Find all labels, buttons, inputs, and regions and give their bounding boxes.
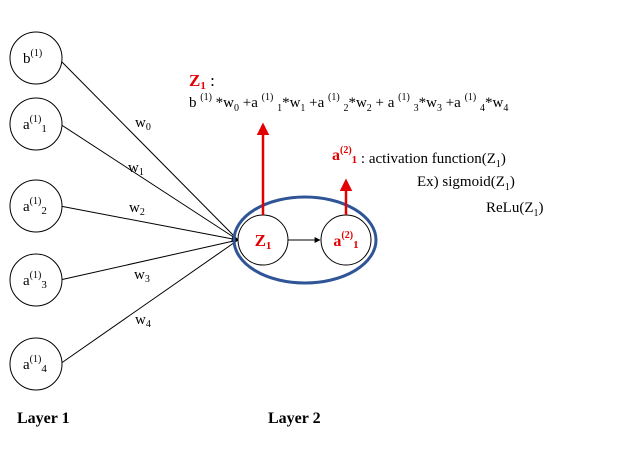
weight-labels: w0 w1 w2 w3 w4 bbox=[128, 115, 151, 330]
z-definition-label: Z1 : bbox=[189, 71, 215, 92]
input-node-1 bbox=[9, 97, 63, 151]
edge-input-1 bbox=[59, 123, 239, 241]
layer2-neuron-outline bbox=[232, 195, 378, 285]
a-node-label: a(2)1 bbox=[333, 230, 358, 251]
input-node-label-1: a(1)1 bbox=[23, 114, 47, 135]
layer1-label: Layer 1 bbox=[17, 410, 70, 427]
weight-label-2: w2 bbox=[129, 200, 145, 218]
input-node-2 bbox=[9, 179, 63, 233]
layer2-label: Layer 2 bbox=[268, 410, 321, 427]
layer1-input-nodes: b(1) a(1)1 a(1)2 a(1)3 a(1)4 bbox=[9, 31, 63, 391]
edge-input-3 bbox=[59, 239, 239, 281]
edge-input-0 bbox=[59, 59, 239, 241]
edge-input-4 bbox=[59, 239, 239, 365]
input-node-label-2: a(1)2 bbox=[23, 196, 47, 217]
input-node-3 bbox=[9, 253, 63, 307]
input-node-label-3: a(1)3 bbox=[23, 270, 47, 291]
activation-example-relu: ReLu(Z1) bbox=[486, 200, 543, 219]
weight-label-0: w0 bbox=[135, 115, 151, 133]
z-node-label: Z1 bbox=[255, 231, 272, 252]
input-node-label-4: a(1)4 bbox=[23, 354, 47, 375]
edge-input-2 bbox=[59, 205, 239, 243]
weight-label-4: w4 bbox=[135, 312, 151, 330]
input-weight-edges bbox=[59, 59, 239, 365]
input-node-label-0: b(1) bbox=[23, 48, 42, 67]
input-node-0 bbox=[9, 31, 63, 85]
z-equation: b (1) *w0 +a (1) 1*w1 +a (1) 2*w2 + a (1… bbox=[189, 92, 508, 114]
input-node-4 bbox=[9, 337, 63, 391]
activation-definition: a(2)1 : activation function(Z1) bbox=[332, 145, 506, 170]
weight-label-3: w3 bbox=[134, 267, 150, 285]
activation-example-sigmoid: Ex) sigmoid(Z1) bbox=[417, 174, 515, 193]
weight-label-1: w1 bbox=[128, 160, 144, 178]
